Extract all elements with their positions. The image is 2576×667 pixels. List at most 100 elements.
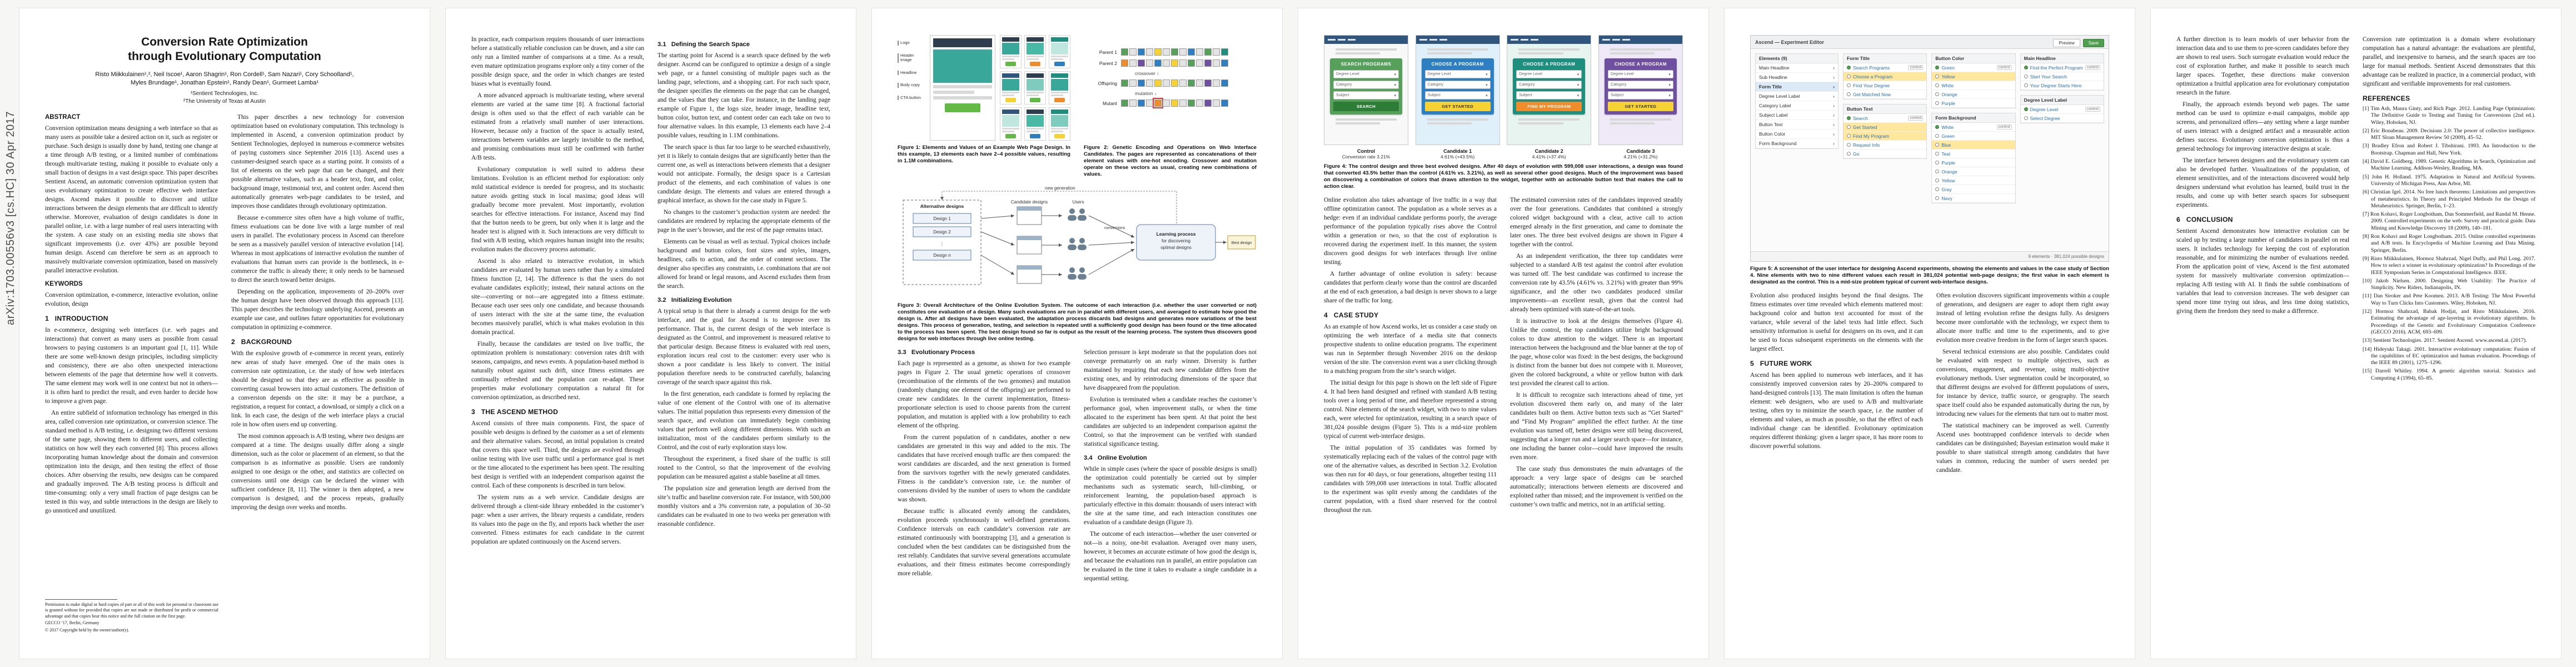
- radio-icon: [2024, 66, 2028, 69]
- ui-body: Elements (9) Main Headline›Sub Headline›…: [1751, 49, 2109, 251]
- body-paragraph: The search space is thus far too large t…: [657, 144, 830, 204]
- wireframe-hero-image: [933, 49, 992, 83]
- chevron-right-icon: ›: [1833, 103, 1835, 108]
- body-paragraph: No changes to the customer’s production …: [657, 209, 830, 233]
- decorative-element: Evolution also produced insights beyond …: [1750, 291, 2109, 632]
- wireframe-variant: [1000, 71, 1022, 104]
- section-heading-future-work: 5 FUTURE WORK: [1750, 360, 1812, 367]
- dropdown-field: Category▾: [1516, 81, 1582, 89]
- learning-process-label: Learning process: [1157, 231, 1196, 237]
- body-paragraph: Finally, because the candidates are test…: [471, 341, 644, 401]
- genome-row: Parent 2: [1085, 59, 1257, 67]
- decorative-element: [980, 214, 1015, 219]
- decorative-element: ABSTRACT Conversion optimization means d…: [45, 113, 404, 632]
- decorative-element: [1068, 245, 1077, 250]
- body-paragraph: Ascend has been applied to numerous web …: [1750, 372, 1923, 450]
- body-paragraph: Several technical extensions are also po…: [1936, 349, 2109, 417]
- dropdown-field: Degree Level▾: [1424, 70, 1491, 78]
- decorative-element: [1079, 208, 1085, 214]
- wireframe-cta-button: [1005, 98, 1016, 102]
- gene-cell: [1188, 59, 1195, 67]
- section-heading-conclusion: 6 CONCLUSION: [2176, 216, 2233, 223]
- gene-cell: [1121, 79, 1128, 87]
- body-paragraph: The starting point for Ascend is a searc…: [657, 52, 830, 139]
- chevron-right-icon: ›: [1833, 122, 1835, 127]
- chevron-right-icon: ›: [1833, 112, 1835, 118]
- cta-button: GET STARTED: [1424, 102, 1491, 111]
- text-placeholder: [1427, 122, 1472, 125]
- wireframe-cta-button: [1054, 62, 1065, 66]
- decorative-element: [903, 200, 981, 285]
- decorative-element: Category Label: [1759, 103, 1791, 108]
- body-paragraph: The initial population of 35 candidates …: [1324, 445, 1497, 514]
- decorative-element: [1227, 235, 1256, 250]
- wireframe-text-line: [1002, 92, 1019, 93]
- text-placeholder: [1518, 118, 1580, 121]
- values-panel-title: Form Background: [1932, 113, 2015, 123]
- values-panel-title: Button Text: [1843, 104, 1927, 114]
- wireframe-header-bar: [1051, 73, 1068, 78]
- value-row: Select Degree: [2020, 114, 2104, 123]
- design1-chip: Design 1: [933, 216, 951, 221]
- decorative-element: Your Degree Starts Here: [2030, 82, 2082, 88]
- element-list-item: Category Label ›: [1756, 101, 1838, 111]
- text-placeholder: [1336, 48, 1397, 51]
- body-paragraph: With the explosive growth of e-commerce …: [231, 350, 404, 428]
- figure5-caption: Figure 5: A screenshot of the user inter…: [1750, 266, 2109, 285]
- element-label: Body copy: [898, 82, 925, 88]
- decorative-element: [1069, 238, 1075, 243]
- section-heading-background: 2 BACKGROUND: [231, 338, 292, 346]
- figure3-caption: Figure 3: Overall Architecture of the On…: [898, 302, 1257, 342]
- reference-item: [3] Bradley Efron and Robert J. Tibshira…: [2363, 143, 2535, 156]
- decorative-element: Myles Brundage¹, Jonathan Epstein¹, Rand…: [130, 79, 319, 86]
- value-row: Get Started: [1843, 123, 1927, 132]
- body-paragraph: This paper describes a new technology fo…: [231, 114, 404, 210]
- body-paragraph: As an example of how Ascend works, let u…: [1324, 323, 1497, 375]
- gene-cell: [1154, 59, 1162, 67]
- decorative-element: Category: [1519, 83, 1535, 87]
- radio-icon: [1935, 125, 1940, 129]
- reference-item: [4] David E. Goldberg. 1989. Genetic Alg…: [2363, 158, 2535, 172]
- wireframe-header-bar: [1002, 109, 1019, 114]
- gene-cell: [1129, 79, 1137, 87]
- figure3-flowchart: new generation Alternative designs Desig…: [903, 186, 1256, 285]
- wireframe-text-line: [933, 91, 975, 94]
- dropdown-field: Degree Level▾: [1516, 70, 1582, 78]
- body-paragraph: The most common approach is A/B testing,…: [231, 433, 404, 511]
- site-banner: [1416, 36, 1499, 44]
- gene-cell: [1171, 79, 1178, 87]
- wireframe-cta-button: [1030, 134, 1040, 138]
- value-row: Teal: [1932, 150, 2015, 158]
- wireframe-header-bar: [933, 38, 992, 47]
- decorative-element: Yellow: [1941, 177, 1955, 183]
- mutated-gene-cell: [1153, 98, 1163, 108]
- decorative-element: Subject: [1610, 93, 1624, 97]
- decorative-element: Navy: [1941, 195, 1952, 201]
- page5-col-right: Often evolution discovers significant im…: [1936, 291, 2109, 632]
- reference-item: [15] Darrell Whitley. 1994. A genetic al…: [2363, 368, 2535, 381]
- body-paragraph: Sentient Ascend demonstrates how interac…: [2176, 228, 2349, 315]
- element-label: CTA button: [898, 95, 925, 100]
- decorative-element: [1017, 236, 1042, 240]
- body-paragraph: Because traffic is allocated evenly amon…: [898, 508, 1070, 577]
- control-tag: control: [2085, 107, 2100, 112]
- genome-cells: [1121, 98, 1228, 108]
- conversions-label: conversions: [1104, 226, 1125, 230]
- decorative-element: [1088, 241, 1135, 246]
- decorative-element: [1088, 215, 1135, 238]
- reference-item: [2] Eric Bonabeau. 2009. Decisions 2.0: …: [2363, 127, 2535, 141]
- element-list-item: Main Headline›: [1756, 63, 1838, 73]
- decorative-element: Yellow: [1941, 73, 1955, 79]
- nav-link-placeholder: [1429, 39, 1437, 41]
- wireframe-header-bar: [1027, 37, 1044, 42]
- text-placeholder: [1336, 118, 1397, 121]
- text-placeholder: [1336, 52, 1381, 54]
- radio-icon: [1847, 66, 1851, 69]
